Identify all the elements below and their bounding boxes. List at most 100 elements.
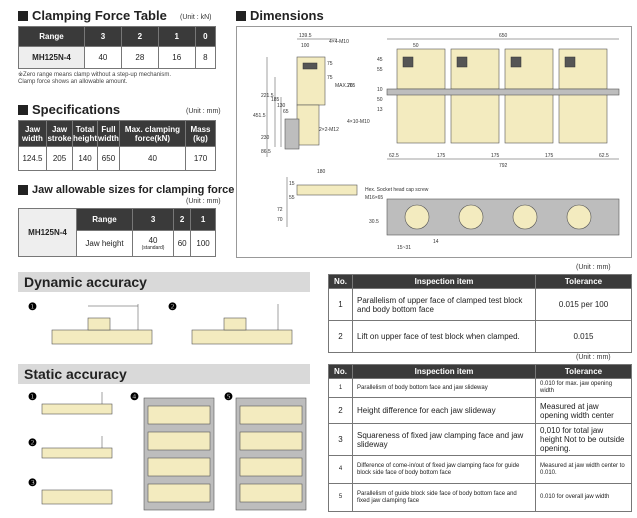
specs-cell: 205 xyxy=(46,146,73,171)
marker-s5: ❺ xyxy=(224,392,233,403)
front-view-hole xyxy=(566,204,592,230)
jawsizes-title-wrap: Jaw allowable sizes for clamping force xyxy=(18,184,234,196)
dim-label: 4×4-M10 xyxy=(329,39,349,45)
clamping-cell: 16 xyxy=(157,46,196,69)
static-tolerance: 0,010 for total jaw height Not to be out… xyxy=(535,423,632,456)
station-block xyxy=(239,457,303,477)
dim-label: 230 xyxy=(261,135,270,141)
station-lower xyxy=(504,92,554,144)
dynamic-header: Tolerance xyxy=(535,274,632,289)
test-block xyxy=(223,317,247,331)
dim-label: 2×2-M12 xyxy=(319,127,339,133)
clamping-cell: 40 xyxy=(84,46,122,69)
static-header: No. xyxy=(328,364,353,379)
bullet-square-icon xyxy=(18,10,28,21)
marker-s2: ❷ xyxy=(28,438,37,449)
dim-label: 86.5 xyxy=(261,149,271,155)
static-tolerance: Measured at jaw opening width center xyxy=(535,397,632,424)
station-block xyxy=(147,483,211,503)
dim-label: 175 xyxy=(437,153,446,159)
jawsizes-standard: (standard) xyxy=(141,245,165,251)
static-tolerance: 0.010 for max. jaw opening width xyxy=(535,378,632,398)
dim-label: 62.5 xyxy=(389,153,399,159)
dim-label: 70 xyxy=(277,217,283,223)
dynamic-header: No. xyxy=(328,274,353,289)
dim-label: 451.5 xyxy=(253,113,266,119)
bullet-square-icon xyxy=(18,104,28,115)
static-item: Squareness of fixed jaw clamping face an… xyxy=(352,423,536,456)
jawsizes-cell: 60 xyxy=(173,230,192,257)
top-view-stations xyxy=(386,48,620,144)
dynamic-illustration: ❶ ❷ xyxy=(28,302,293,345)
dim-label: M16×65 xyxy=(365,195,383,201)
specs-header: Jaw width xyxy=(18,120,47,147)
static-item: Difference of come-in/out of fixed jaw c… xyxy=(352,455,536,484)
static-title: Static accuracy xyxy=(18,364,310,384)
dim-label: 50 xyxy=(377,97,383,103)
dynamic-no: 1 xyxy=(328,288,353,321)
dynamic-table: No. Inspection item Tolerance 1 Parallel… xyxy=(328,274,632,353)
dimensions-title-wrap: Dimensions xyxy=(236,8,324,23)
dim-label: 180 xyxy=(317,169,326,175)
specs-cell: 170 xyxy=(184,146,217,171)
station-lower xyxy=(558,92,608,144)
test-block xyxy=(87,317,111,331)
static-no: 5 xyxy=(328,483,353,512)
handle xyxy=(296,184,358,196)
static-illustration: ❶ ❷ ❸ ❹ ❺ xyxy=(28,392,307,511)
station-block xyxy=(239,405,303,425)
dim-label: 13 xyxy=(377,107,383,113)
clamping-notes: ※Zero range means clamp without a step-u… xyxy=(18,72,171,86)
jawsizes-col: 3 xyxy=(131,208,175,231)
station-block xyxy=(239,431,303,451)
dim-label: 75 xyxy=(327,61,333,67)
clamping-model: MH125N-4 xyxy=(18,46,85,69)
dim-label: 65 xyxy=(283,109,289,115)
clamping-unit: (Unit : kN) xyxy=(180,14,212,21)
jawsizes-unit: (Unit : mm) xyxy=(186,198,221,205)
dynamic-title: Dynamic accuracy xyxy=(18,272,310,292)
jawsizes-col: 1 xyxy=(190,208,216,231)
dim-label: 50 xyxy=(413,43,419,49)
dim-label: 221.5 xyxy=(261,93,274,99)
specs-title: Specifications xyxy=(32,102,121,117)
dim-label: 14 xyxy=(433,239,439,245)
clamping-title-wrap: Clamping Force Table xyxy=(18,8,167,23)
dim-label: 62.5 xyxy=(599,153,609,159)
specs-cell: 650 xyxy=(96,146,120,171)
dimensions-svg: 139.5 100 4×4-M10 75 75 MAX.76 205 451.5… xyxy=(253,33,620,251)
bullet-square-icon xyxy=(236,10,246,21)
dim-label: 792 xyxy=(499,163,508,169)
static-header: Inspection item xyxy=(352,364,536,379)
vise-body xyxy=(191,329,293,345)
dim-label: 139.5 xyxy=(299,33,312,39)
dim-label: 650 xyxy=(499,33,508,39)
static-unit: (Unit : mm) xyxy=(576,354,611,361)
side-view-jaw xyxy=(302,62,318,70)
jawsizes-model: MH125N-4 xyxy=(18,208,77,257)
dim-label: 55 xyxy=(377,67,383,73)
dynamic-tolerance: 0.015 per 100 xyxy=(535,288,632,321)
specs-cell: 140 xyxy=(72,146,98,171)
dim-label: 10 xyxy=(377,87,383,93)
station-upper xyxy=(504,48,554,90)
jawsizes-col: 2 xyxy=(173,208,192,231)
clamping-header: 2 xyxy=(120,26,159,47)
clamping-cell: 28 xyxy=(120,46,159,69)
front-view-hole xyxy=(512,204,538,230)
front-view-hole xyxy=(404,204,430,230)
clamping-table: Range 3 2 1 0 MH125N-4 40 28 16 8 xyxy=(18,26,217,69)
dynamic-item: Parallelism of upper face of clamped tes… xyxy=(352,288,536,321)
static-no: 2 xyxy=(328,397,353,424)
front-view-hole xyxy=(458,204,484,230)
dim-label: 100 xyxy=(301,43,310,49)
station-lower xyxy=(450,92,500,144)
dim-label: 175 xyxy=(491,153,500,159)
dim-label: Hex. Socket head cap screw xyxy=(365,187,429,193)
side-view-base xyxy=(284,118,300,150)
marker-s1: ❶ xyxy=(28,392,37,403)
clamping-header: 3 xyxy=(84,26,122,47)
vise-body xyxy=(41,447,113,459)
jawsizes-range-label: Range xyxy=(76,208,133,231)
bolt xyxy=(402,56,414,68)
